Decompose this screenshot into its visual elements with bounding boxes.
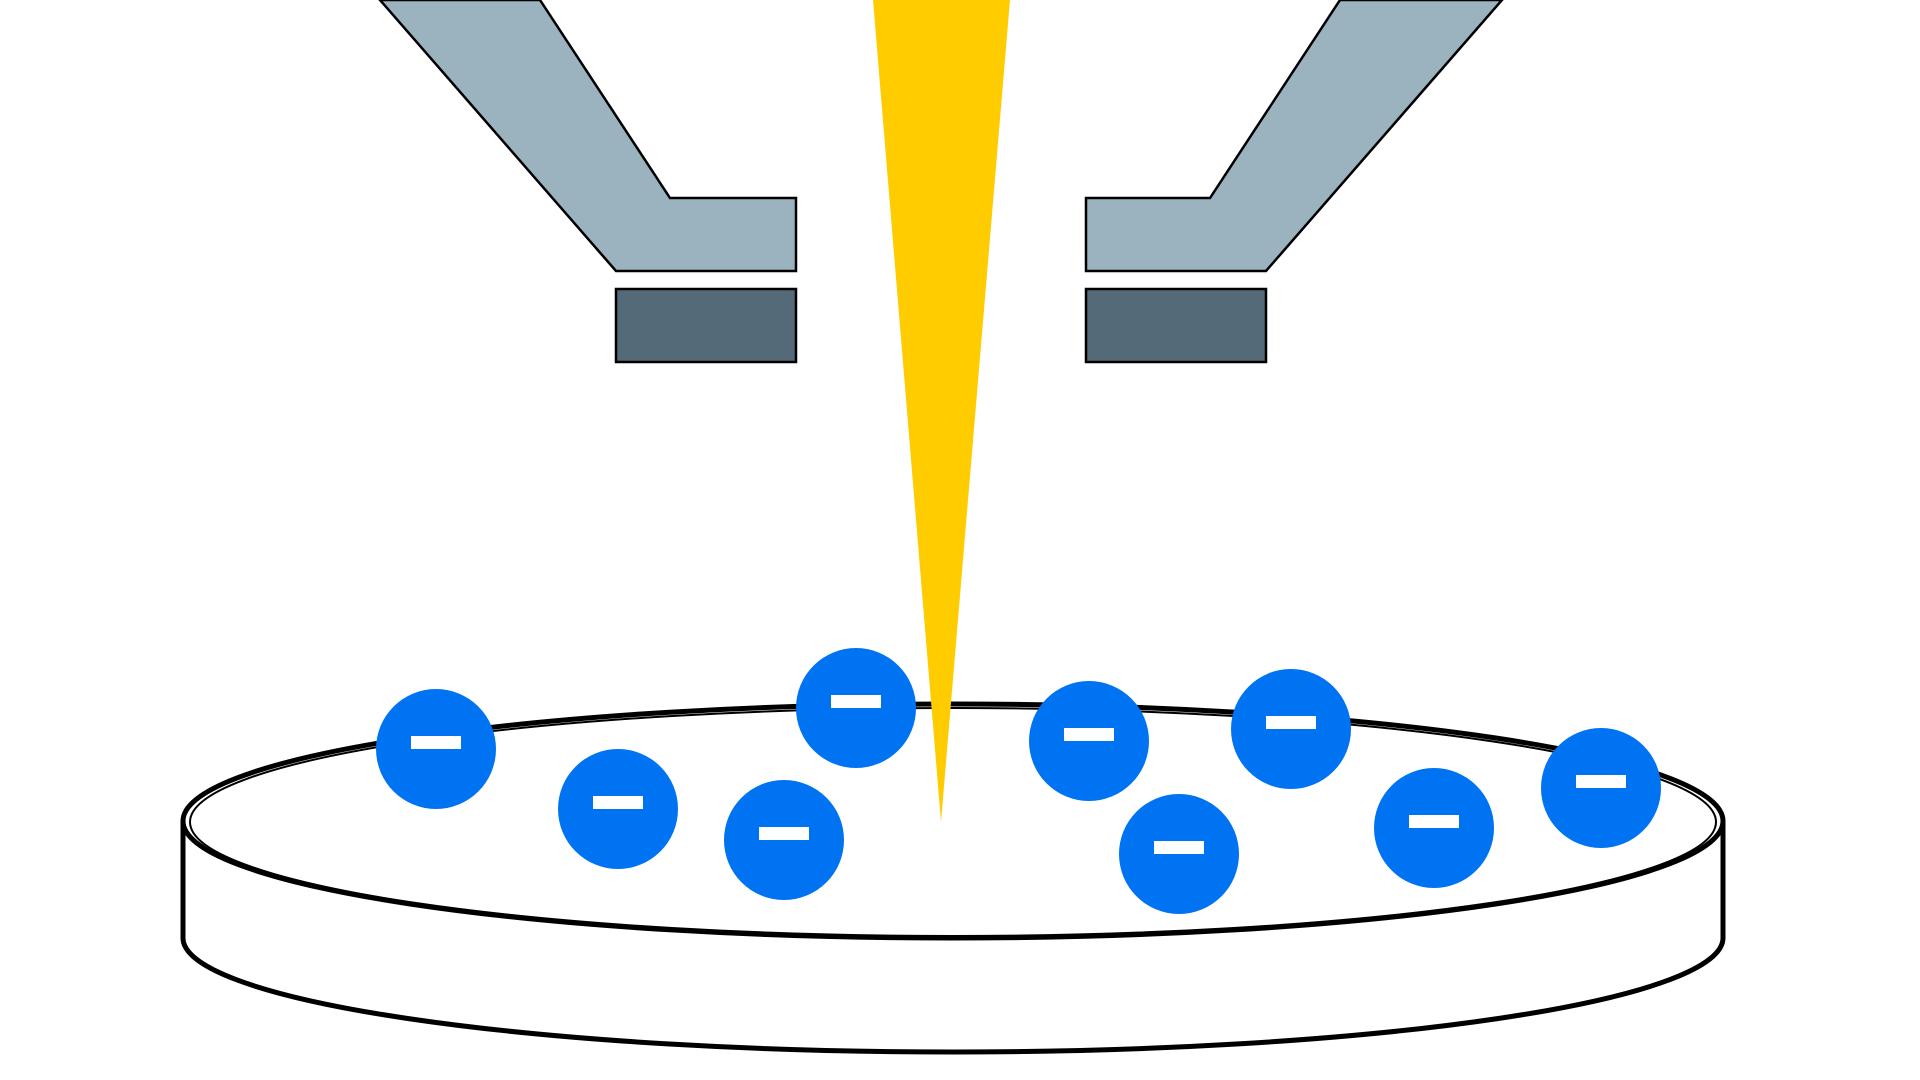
left-plate (614, 287, 798, 364)
dish-rim-inner (189, 707, 1717, 937)
charges (376, 648, 1661, 914)
left-arm (378, 0, 798, 273)
minus-sign-icon (593, 796, 643, 809)
minus-sign-icon (1266, 716, 1316, 729)
right-plate (1084, 287, 1268, 364)
minus-sign-icon (1576, 775, 1626, 788)
right-arm (1084, 0, 1504, 273)
minus-sign-icon (1064, 728, 1114, 741)
minus-sign-icon (831, 695, 881, 708)
minus-sign-icon (411, 736, 461, 749)
minus-sign-icon (759, 827, 809, 840)
beam (873, 0, 1010, 822)
minus-sign-icon (1154, 841, 1204, 854)
minus-sign-icon (1409, 815, 1459, 828)
